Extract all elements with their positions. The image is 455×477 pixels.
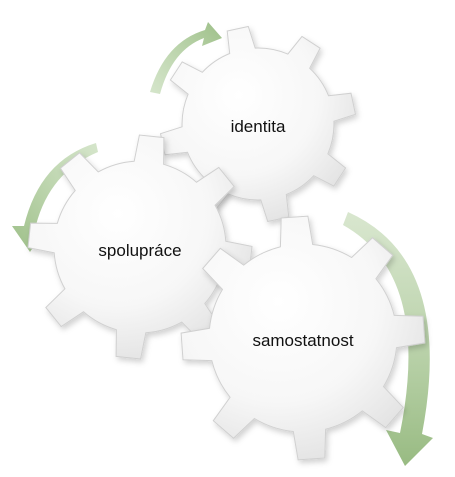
gear-samostatnost <box>180 215 426 461</box>
gear-identita <box>159 25 357 223</box>
gear-label-spoluprace: spolupráce <box>98 241 181 260</box>
gear-spoluprace <box>27 134 253 360</box>
cycle-arrow-top <box>150 22 222 94</box>
gear-label-identita: identita <box>231 117 286 136</box>
gear-label-samostatnost: samostatnost <box>252 331 353 350</box>
cycle-arrow-right <box>343 212 433 466</box>
